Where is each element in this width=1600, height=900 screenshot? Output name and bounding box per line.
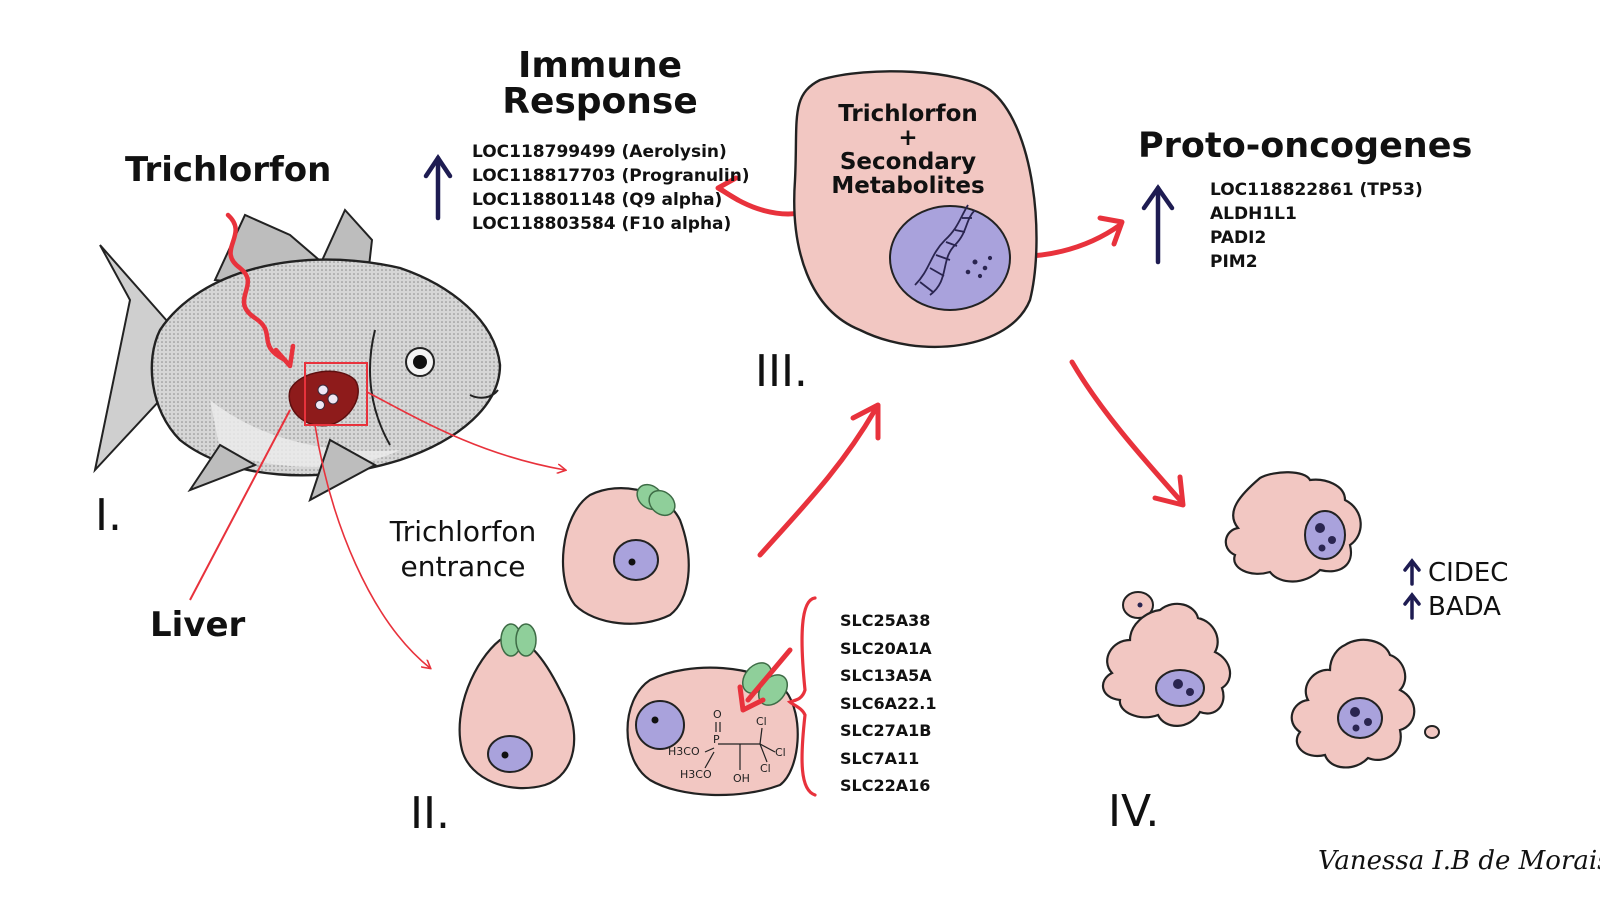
fish-body	[150, 258, 502, 477]
transporter-gene: SLC22A16	[840, 776, 931, 795]
hepatocyte-lower-left	[458, 623, 576, 790]
zoom-arrow-upper	[366, 391, 565, 470]
liver-label: Liver	[150, 605, 246, 645]
up-arrow-bada-icon	[1403, 592, 1421, 620]
transporter-gene-list: SLC25A38 SLC20A1A SLC13A5A SLC6A22.1 SLC…	[840, 607, 936, 800]
stage-one-label: I.	[95, 490, 122, 541]
up-arrow-proto-icon	[1141, 184, 1175, 265]
central-cell-text: Trichlorfon + Secondary Metabolites	[831, 101, 985, 199]
fish-pelvic-fin	[308, 438, 378, 503]
central-nucleus	[889, 205, 1011, 311]
stage-three-label: III.	[755, 346, 808, 397]
chem-oh-label: OH	[733, 772, 750, 785]
arrow-to-stage-three	[757, 407, 878, 558]
fish	[93, 208, 502, 503]
hepatocyte-upper	[561, 483, 690, 625]
immune-gene: LOC118799499 (Aerolysin)	[472, 142, 727, 162]
entrance-label: Trichlorfon entrance	[389, 515, 537, 583]
arrow-to-stage-four	[1069, 359, 1183, 503]
proto-gene: LOC118822861 (TP53)	[1210, 180, 1423, 200]
immune-title: Immune Response	[502, 45, 698, 122]
hepatocyte-entry-cell	[626, 647, 799, 797]
immune-gene: LOC118817703 (Progranulin)	[472, 166, 750, 186]
transporter-gene: SLC13A5A	[840, 666, 932, 685]
trichlorfon-structure	[704, 722, 776, 770]
immune-gene-list: LOC118799499 (Aerolysin) LOC118817703 (P…	[472, 140, 750, 236]
toxicant-entry-arrow	[225, 212, 288, 363]
dna-helix-icon	[914, 204, 993, 296]
proto-gene: PIM2	[1210, 252, 1258, 272]
liver-zoom-box	[304, 362, 368, 426]
proto-gene: ALDH1L1	[1210, 204, 1297, 224]
liver-organ	[288, 370, 359, 427]
liver-pointer-line	[189, 409, 291, 601]
proto-gene-list: LOC118822861 (TP53) ALDH1L1 PADI2 PIM2	[1210, 178, 1423, 274]
central-cell	[793, 70, 1038, 348]
apoptotic-cell-right	[1290, 638, 1440, 769]
chem-cl-label: Cl	[760, 762, 771, 775]
apoptosis-gene: CIDEC	[1428, 558, 1509, 588]
trichlorfon-entry-arrow	[745, 647, 793, 703]
apoptosis-gene: BADA	[1428, 592, 1501, 622]
immune-gene: LOC118803584 (F10 alpha)	[472, 214, 732, 234]
up-arrow-cidec-icon	[1403, 558, 1421, 586]
transporter-gene: SLC27A1B	[840, 721, 932, 740]
artist-signature: Vanessa I.B de Morais	[1318, 846, 1600, 876]
chem-p-label: P	[713, 733, 720, 746]
chem-cl-label: Cl	[775, 746, 786, 759]
immune-gene: LOC118801148 (Q9 alpha)	[472, 190, 723, 210]
proto-title: Proto-oncogenes	[1138, 126, 1473, 166]
apoptosis-gene-list: CIDEC BADA	[1428, 556, 1508, 624]
apoptotic-cell-top	[1224, 471, 1362, 583]
transporter-bracket	[786, 596, 817, 797]
proto-gene: PADI2	[1210, 228, 1267, 248]
chem-ch3o-label: H3CO	[668, 745, 700, 758]
apoptotic-cell-left	[1102, 591, 1232, 727]
chem-cl-label: Cl	[756, 715, 767, 728]
chem-o-label: O	[713, 708, 722, 721]
transporter-gene: SLC25A38	[840, 611, 931, 630]
apoptotic-body-tiny	[1424, 725, 1440, 739]
zoom-arrow-lower	[314, 424, 430, 668]
up-arrow-immune-icon	[423, 153, 453, 221]
stage-two-label: II.	[410, 788, 450, 839]
transporter-gene: SLC7A11	[840, 748, 920, 768]
toxicant-label: Trichlorfon	[125, 150, 332, 190]
transporter-gene: SLC20A1A	[840, 638, 932, 658]
stage-four-label: IV.	[1108, 786, 1160, 837]
chem-ch3o-label: H3CO	[680, 768, 712, 781]
transporter-gene: SLC6A22.1	[840, 693, 937, 713]
